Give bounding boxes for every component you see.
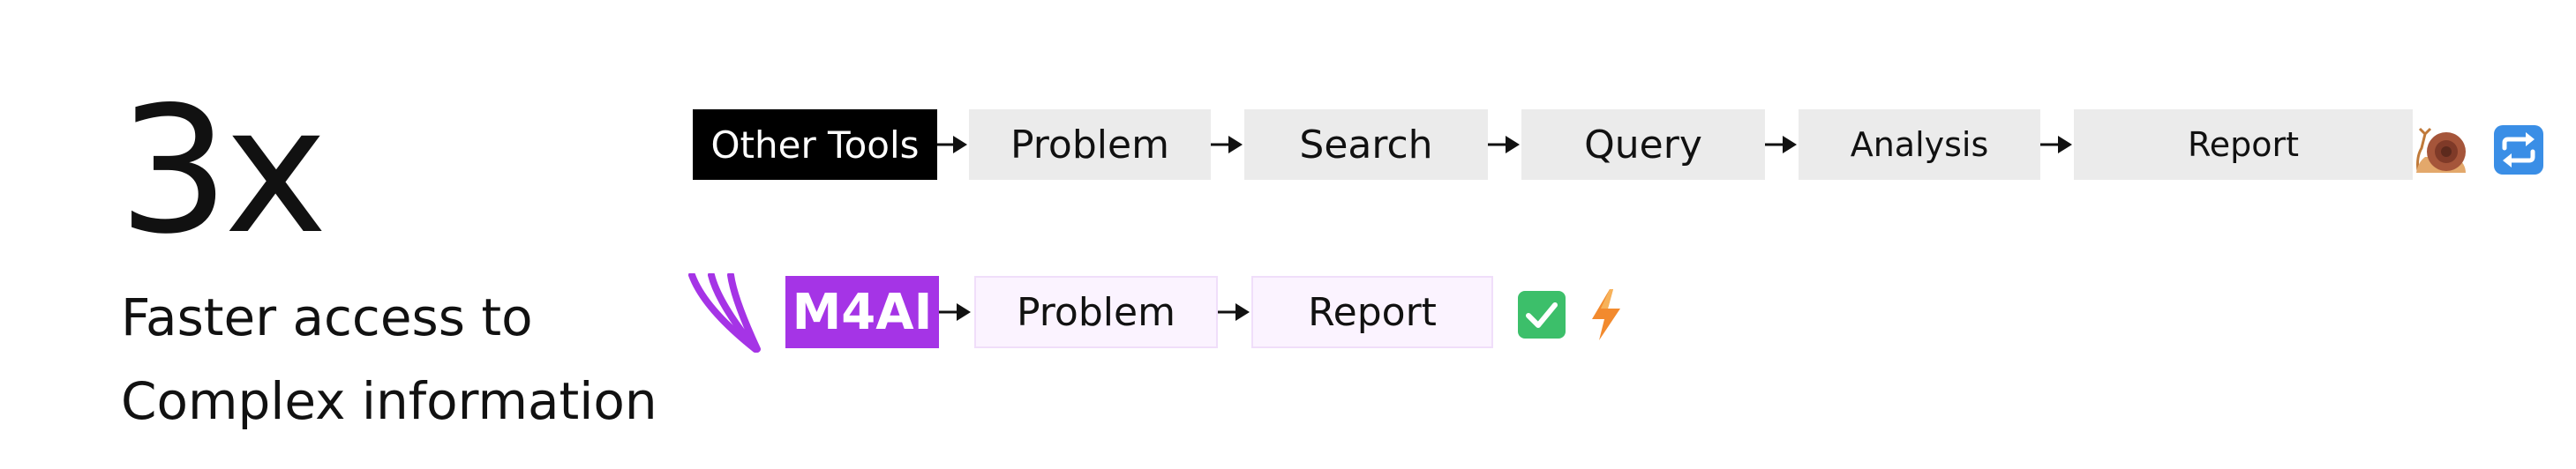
- arrow: [1765, 109, 1799, 180]
- m4ai-label: M4AI: [785, 276, 939, 348]
- other-tools-label: Other Tools: [693, 109, 937, 180]
- arrow: [1488, 109, 1521, 180]
- snail-icon: [2413, 122, 2469, 182]
- m4ai-logo: [687, 272, 766, 356]
- lightning-icon: [1588, 287, 1624, 346]
- m4ai-step-problem: Problem: [974, 276, 1218, 348]
- arrow: [1218, 276, 1251, 346]
- arrow: [1211, 109, 1244, 180]
- step-query: Query: [1521, 109, 1765, 180]
- headline-stat: 3x: [118, 69, 327, 272]
- step-analysis: Analysis: [1799, 109, 2040, 180]
- headline-line-1: Faster access to: [121, 287, 533, 347]
- step-search: Search: [1244, 109, 1488, 180]
- headline-line-2: Complex information: [121, 371, 657, 431]
- arrow: [2040, 109, 2074, 180]
- m4ai-step-report: Report: [1251, 276, 1493, 348]
- step-report: Report: [2074, 109, 2413, 180]
- repeat-icon: [2492, 123, 2545, 180]
- check-icon: [1516, 289, 1567, 344]
- step-problem: Problem: [969, 109, 1211, 180]
- arrow: [939, 276, 974, 346]
- arrow: [937, 109, 969, 180]
